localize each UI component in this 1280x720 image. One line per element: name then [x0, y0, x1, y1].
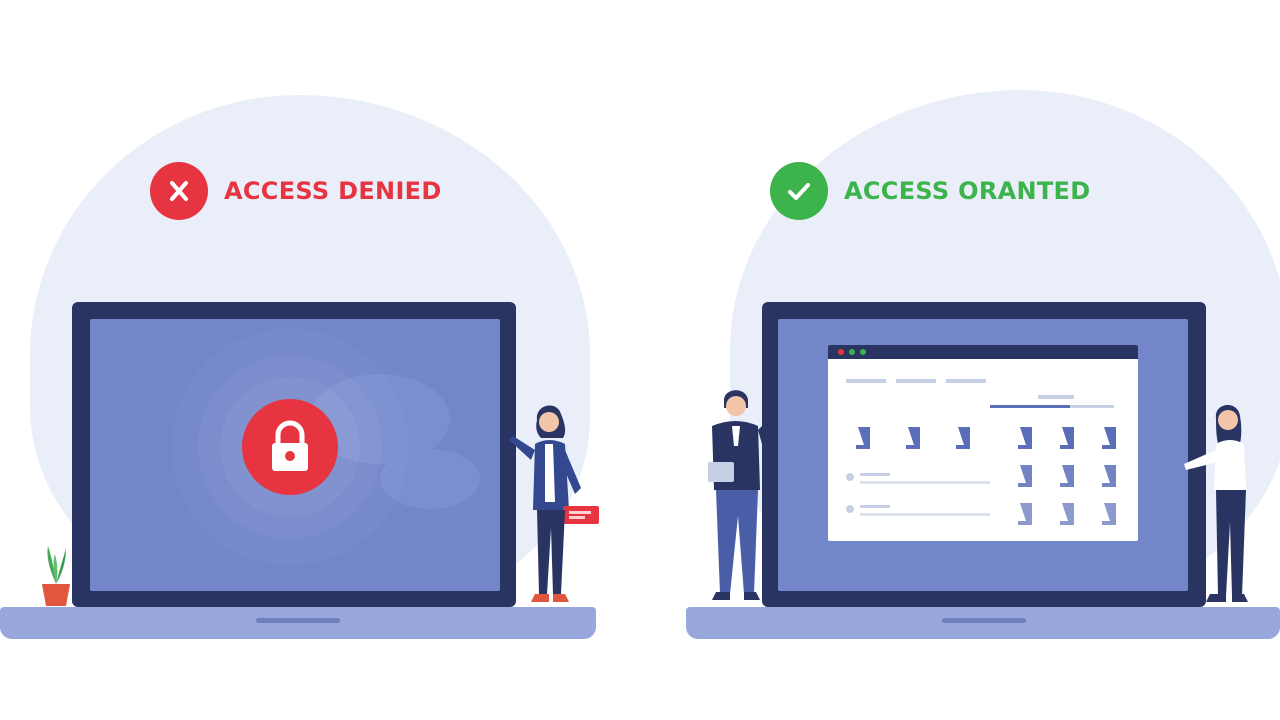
person-figure-granted-right: [1184, 404, 1248, 602]
laptop-screen: [778, 319, 1188, 591]
browser-window: [828, 345, 1138, 541]
person-figure-granted-left: [708, 390, 776, 600]
access-denied-heading: ACCESS DENIED: [150, 162, 442, 220]
laptop-locked: [0, 302, 600, 642]
world-map-pattern: [310, 374, 480, 509]
laptop-base: [686, 607, 1280, 639]
laptop-base: [0, 607, 596, 639]
laptop-trackpad-notch: [942, 618, 1026, 623]
window-close-dot: [838, 349, 844, 355]
laptop-trackpad-notch: [256, 618, 340, 623]
person-figure-denied: [509, 405, 599, 602]
x-icon: [150, 162, 208, 220]
lock-icon: [242, 399, 338, 495]
checkmark-icon: [770, 162, 828, 220]
plant-icon: [42, 546, 70, 606]
dashboard-content: [846, 379, 1116, 525]
laptop-unlocked: [686, 302, 1280, 642]
browser-titlebar: [828, 345, 1138, 359]
window-maximize-dot: [860, 349, 866, 355]
access-granted-heading: ACCESS ORANTED: [770, 162, 1090, 220]
access-denied-label: ACCESS DENIED: [224, 177, 442, 205]
window-minimize-dot: [849, 349, 855, 355]
access-granted-label: ACCESS ORANTED: [844, 177, 1091, 205]
laptop-screen: [90, 319, 500, 591]
